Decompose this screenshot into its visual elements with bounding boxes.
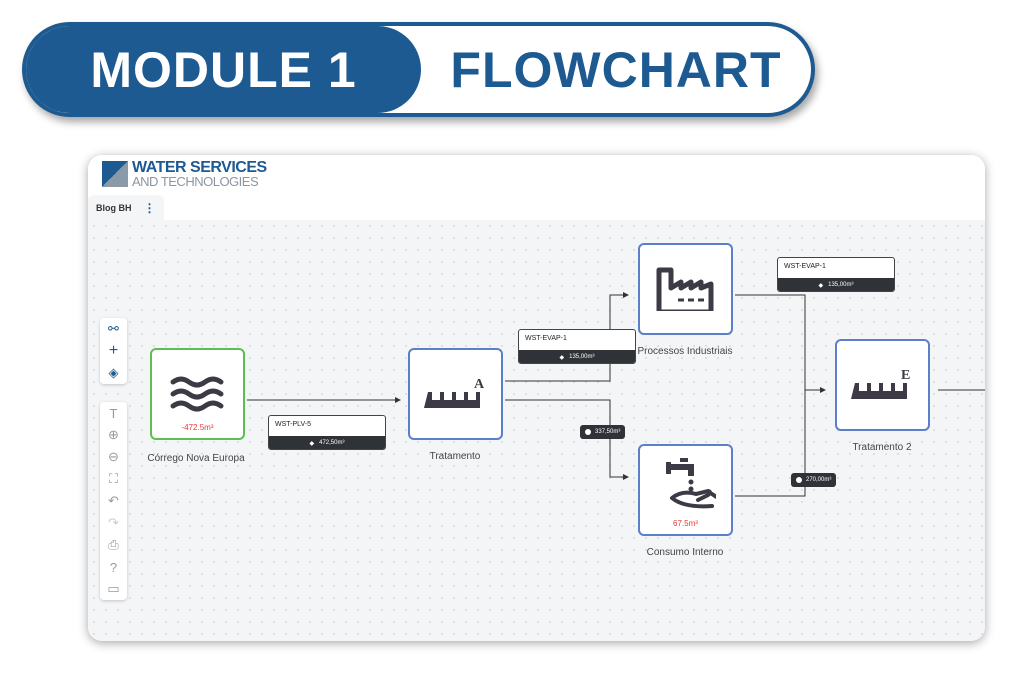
- node-label: Consumo Interno: [646, 547, 724, 558]
- flow-icon[interactable]: ⚯: [108, 321, 119, 336]
- node-label: Córrego Nova Europa: [147, 453, 245, 464]
- node-internal[interactable]: 67.5m³: [638, 444, 733, 536]
- edge-value: 135,00m³: [569, 354, 595, 360]
- layers-icon[interactable]: ◈: [108, 365, 119, 380]
- factory-icon: [656, 267, 713, 311]
- toolbar-top: ⚯ + ◈: [100, 318, 127, 384]
- tab-blog-bh[interactable]: Blog BH ⋮: [88, 195, 164, 220]
- zoom-in-icon[interactable]: ⊕: [108, 427, 119, 442]
- edge-label-plv[interactable]: WST-PLV-5 ◆ 472,50m³: [268, 415, 386, 450]
- node-label: Tratamento: [429, 451, 481, 462]
- edge-value: 270,00m³: [806, 477, 832, 483]
- edge-badge-return[interactable]: 270,00m³: [791, 473, 837, 487]
- module-banner: MODULE 1 FLOWCHART: [22, 22, 815, 117]
- node-value: 67.5m³: [673, 519, 698, 528]
- undo-icon[interactable]: ↶: [108, 493, 119, 508]
- logo-mark-icon: [102, 161, 128, 187]
- print-icon[interactable]: ⎙: [108, 537, 119, 552]
- edge-label-evap2[interactable]: WST-EVAP-1 ◆ 135,00m³: [777, 257, 895, 292]
- tap-hand-icon: [665, 458, 716, 509]
- logo-line2: AND TECHNOLOGIES: [132, 174, 259, 189]
- plus-icon[interactable]: +: [108, 342, 119, 359]
- kebab-menu-icon[interactable]: ⋮: [143, 200, 156, 215]
- node-source[interactable]: -472.5m³: [150, 348, 245, 440]
- treatment-icon: E: [850, 368, 910, 399]
- treatment-icon: A: [423, 377, 485, 408]
- node-value: -472.5m³: [181, 423, 214, 432]
- edge-value: 472,50m³: [319, 440, 345, 446]
- edge-name: WST-EVAP-1: [784, 263, 826, 270]
- edge-badge-internal[interactable]: 337,50m³: [580, 425, 626, 439]
- circle-icon: [585, 429, 591, 435]
- toolbar-bottom: T ⊕ ⊖ ⛶ ↶ ↷ ⎙ ? ▭: [100, 402, 127, 600]
- svg-text:A: A: [474, 377, 485, 392]
- node-treatment2[interactable]: E: [835, 339, 930, 431]
- node-label: Processos Industriais: [637, 346, 733, 357]
- redo-icon[interactable]: ↷: [108, 515, 119, 530]
- edge-value: 337,50m³: [595, 429, 621, 435]
- edge-label-evap1[interactable]: WST-EVAP-1 ◆ 135,00m³: [518, 329, 636, 364]
- edge-internal-treatment2: [735, 390, 806, 497]
- comment-icon[interactable]: ▭: [107, 581, 120, 596]
- svg-text:E: E: [901, 368, 910, 383]
- logo-line1: WATER SERVICES: [132, 159, 267, 176]
- tab-label: Blog BH: [96, 202, 132, 213]
- diamond-icon: ◆: [309, 440, 315, 447]
- help-icon[interactable]: ?: [109, 559, 118, 575]
- edge-value: 135,00m³: [828, 282, 854, 288]
- diamond-icon: ◆: [818, 282, 824, 289]
- edge-industrial-treatment2: [735, 294, 826, 393]
- edge-name: WST-PLV-5: [275, 421, 312, 428]
- zoom-out-icon[interactable]: ⊖: [108, 449, 119, 464]
- module-title: FLOWCHART: [450, 41, 782, 98]
- node-treatment[interactable]: A: [408, 348, 503, 440]
- diamond-icon: ◆: [559, 354, 565, 361]
- node-label: Tratamento 2: [852, 442, 912, 453]
- circle-icon: [796, 477, 802, 483]
- text-icon[interactable]: T: [109, 405, 118, 421]
- module-number: MODULE 1: [26, 26, 421, 113]
- waves-icon: [170, 376, 223, 412]
- edge-name: WST-EVAP-1: [525, 335, 567, 342]
- node-industrial[interactable]: [638, 243, 733, 335]
- fit-icon[interactable]: ⛶: [108, 471, 119, 486]
